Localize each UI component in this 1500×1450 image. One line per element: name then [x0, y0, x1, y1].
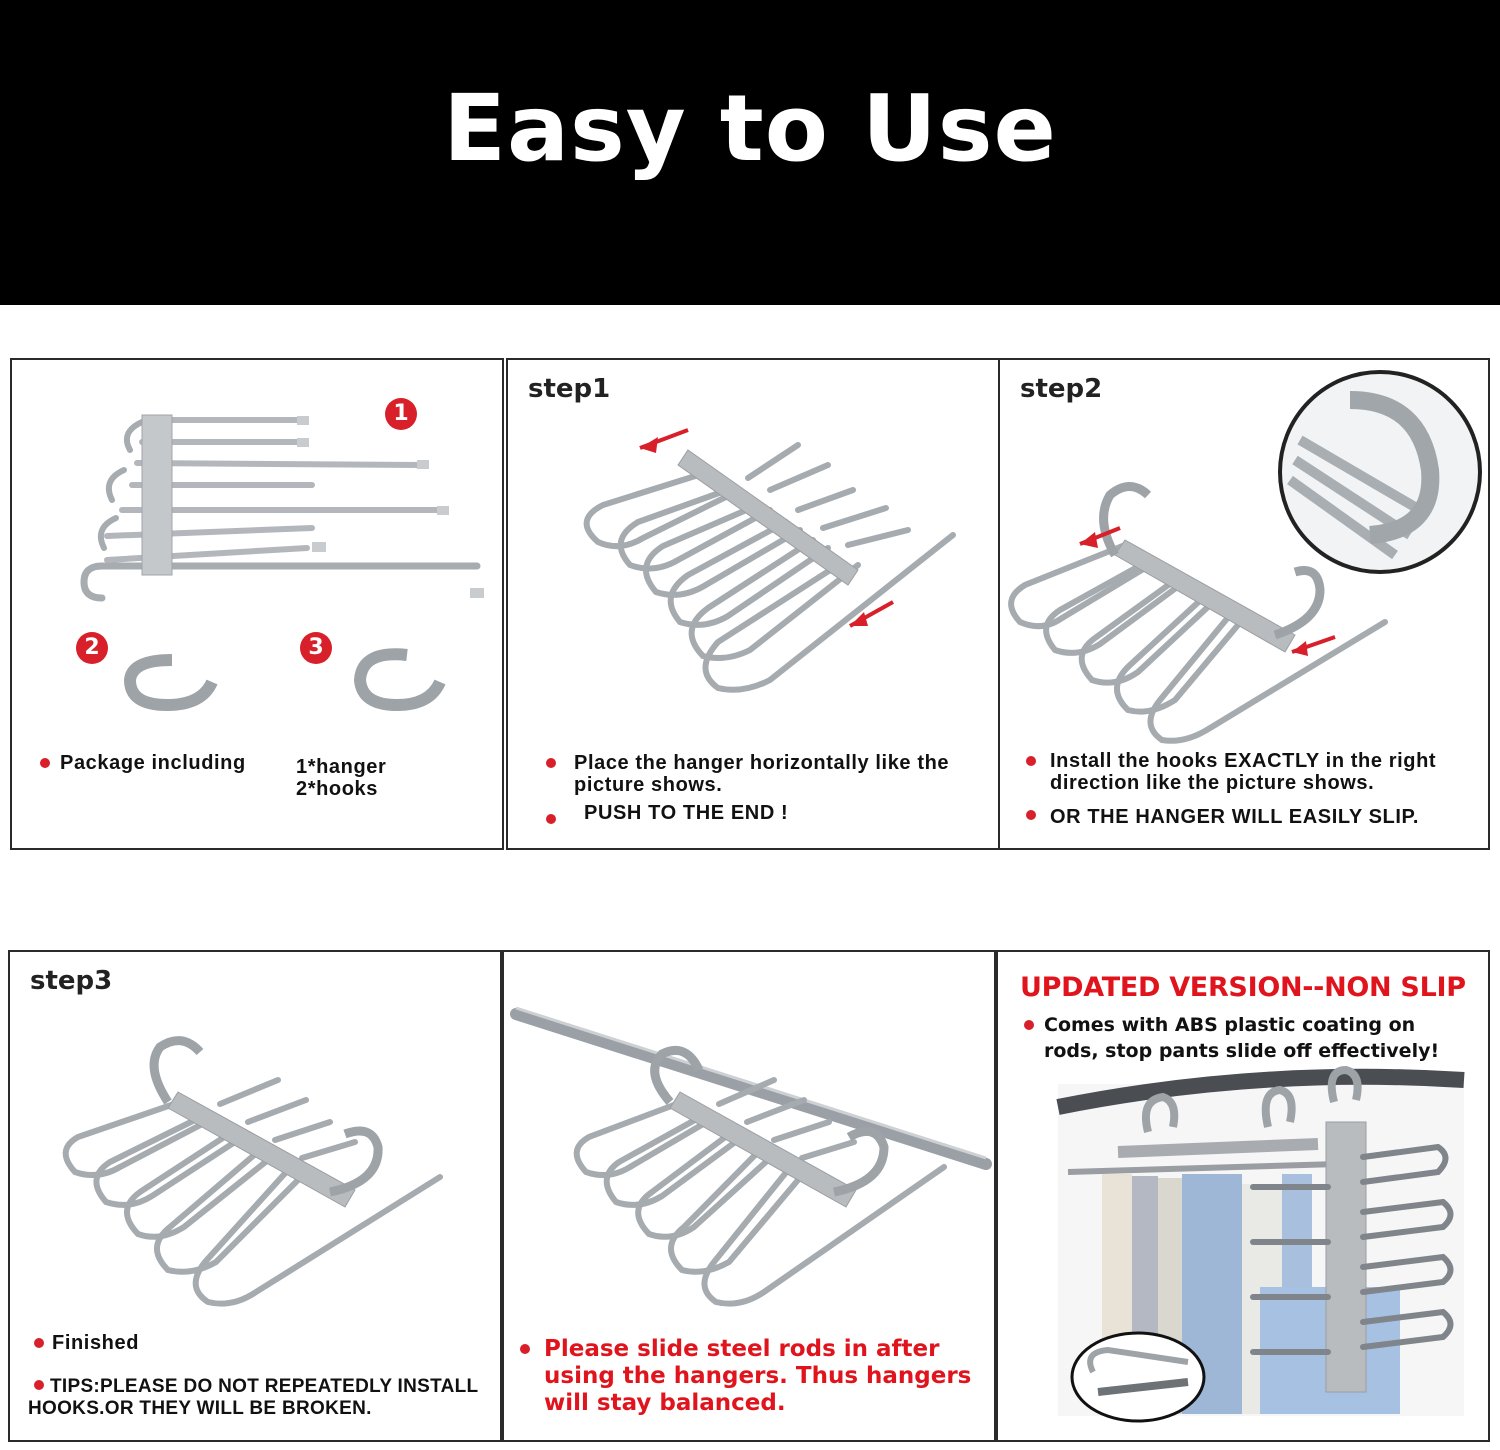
hanger-on-rail-illustration — [510, 1006, 992, 1307]
pants-hanging-photo — [1056, 1065, 1465, 1423]
step1-title: step1 — [528, 374, 611, 404]
tips-warning: TIPS:PLEASE DO NOT REPEATEDLY INSTALL HO… — [28, 1376, 479, 1419]
hanger-count: 1*hanger — [296, 756, 387, 778]
step2-warning: OR THE HANGER WILL EASILY SLIP. — [1050, 806, 1420, 828]
bullet-dot — [1026, 810, 1036, 820]
bullet-dot — [1024, 1020, 1034, 1030]
bullet-dot — [520, 1344, 530, 1354]
package-panel: 1 2 3 Package including 1*hanger 2*hooks — [10, 358, 504, 850]
step1-instruction: Place the hanger horizontally like the p… — [574, 752, 950, 796]
step1-panel: step1 Place the hanger horizontally like… — [506, 358, 1000, 850]
badge-2: 2 — [76, 632, 108, 664]
step2-instruction: Install the hooks EXACTLY in the right d… — [1050, 750, 1437, 794]
title-banner: Easy to Use — [0, 0, 1500, 305]
step3-title: step3 — [30, 966, 113, 996]
step1-push-note: PUSH TO THE END ! — [584, 802, 789, 824]
rod-instruction: Please slide steel rods in after using t… — [544, 1336, 972, 1416]
badge-3: 3 — [300, 632, 332, 664]
bullet-dot — [546, 814, 556, 824]
step1-illustration — [583, 428, 956, 693]
updated-version-panel: UPDATED VERSION--NON SLIP Comes with ABS… — [996, 950, 1490, 1442]
finished-label: Finished — [52, 1332, 140, 1354]
bullet-dot — [34, 1380, 44, 1390]
step3-illustration — [62, 1036, 443, 1307]
hooks-count: 2*hooks — [296, 778, 379, 800]
package-including-label: Package including — [60, 752, 246, 774]
bullet-dot — [1026, 756, 1036, 766]
updated-version-heading: UPDATED VERSION--NON SLIP — [1020, 972, 1466, 1003]
bullet-dot — [40, 758, 50, 768]
step3-panel: step3 Finished TIPS:PLEASE DO NOT REPEAT… — [8, 950, 502, 1442]
abs-coating-note: Comes with ABS plastic coating on rods, … — [1044, 1014, 1440, 1062]
bullet-dot — [34, 1338, 44, 1348]
rod-panel: Please slide steel rods in after using t… — [502, 950, 996, 1442]
bullet-dot — [546, 758, 556, 768]
step2-illustration — [1008, 370, 1482, 744]
badge-1: 1 — [385, 398, 417, 430]
banner-title: Easy to Use — [443, 75, 1057, 182]
step2-panel: step2 Install the hooks EXACTLY in the r… — [998, 358, 1490, 850]
hanger-package-illustration — [80, 414, 484, 712]
step2-title: step2 — [1020, 374, 1103, 404]
